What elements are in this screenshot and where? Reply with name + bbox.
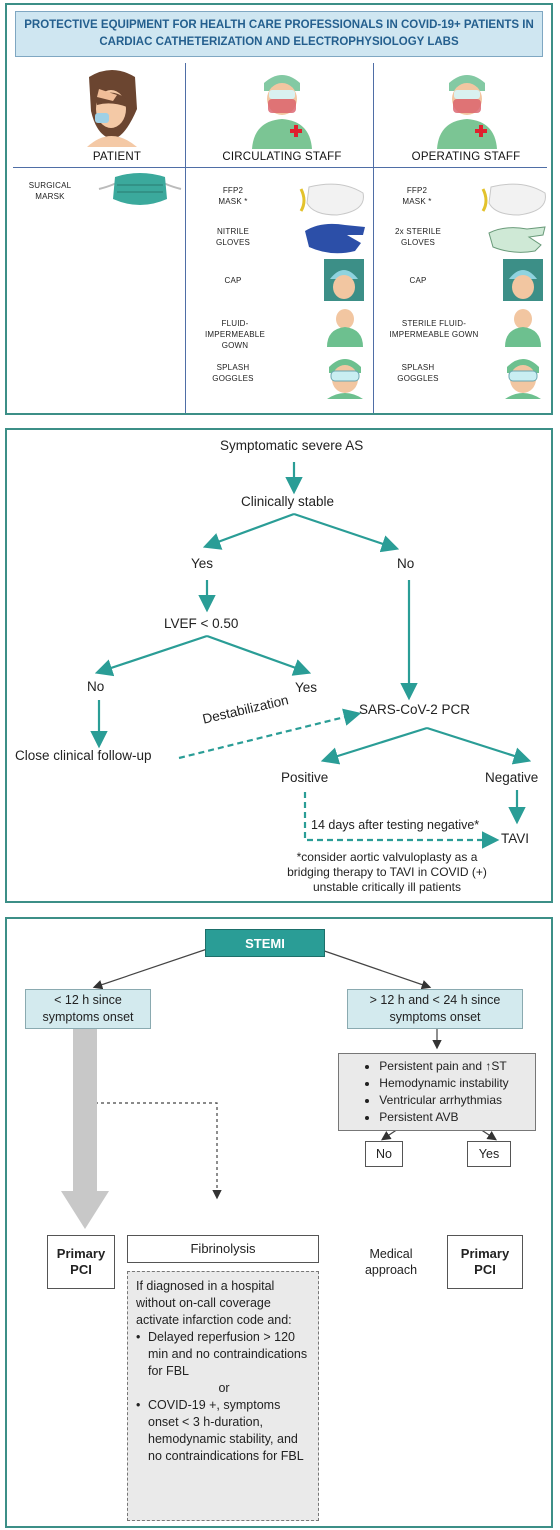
as-flowchart-arrows bbox=[90, 462, 532, 849]
node-lvef-yes: Yes bbox=[295, 680, 318, 695]
operating-staff-figure-icon bbox=[437, 75, 497, 149]
goggles-icon bbox=[505, 359, 541, 399]
ffp2-mask-icon bbox=[481, 183, 546, 216]
circulating-staff-figure-icon bbox=[252, 75, 312, 149]
nitrile-gloves-icon bbox=[305, 223, 365, 254]
node-clinically-stable: Clinically stable bbox=[241, 494, 335, 509]
node-start: Symptomatic severe AS bbox=[220, 438, 364, 453]
node-lvef-no: No bbox=[87, 679, 105, 694]
item-label-nitrile-gloves: NITRILE GLOVES bbox=[215, 227, 251, 247]
node-pcr: SARS-CoV-2 PCR bbox=[359, 702, 471, 717]
footnote-line-2: bridging therapy to TAVI in COVID (+) bbox=[287, 865, 487, 879]
footnote-line-1: *consider aortic valvuloplasty as a bbox=[296, 850, 478, 864]
node-yes: Yes bbox=[191, 556, 214, 571]
criteria-item: Ventricular arrhythmias bbox=[379, 1092, 508, 1109]
col-header-patient: PATIENT bbox=[92, 151, 142, 163]
grid-divider bbox=[13, 167, 547, 168]
node-negative: Negative bbox=[485, 770, 539, 785]
item-label-ffp2-mask-circ: FFP2 MASK * bbox=[218, 186, 248, 206]
stemi-flowchart-arrows bbox=[61, 944, 497, 1229]
grid-divider bbox=[185, 63, 186, 413]
criteria-box: Persistent pain and ↑ST Hemodynamic inst… bbox=[338, 1053, 536, 1131]
fbl-or: or bbox=[218, 1381, 230, 1395]
criteria-list: Persistent pain and ↑ST Hemodynamic inst… bbox=[365, 1058, 508, 1126]
node-primary-pci-left: Primary PCI bbox=[47, 1235, 115, 1289]
col-header-circulating: CIRCULATING STAFF bbox=[222, 151, 342, 163]
item-label-cap-circ: CAP bbox=[224, 276, 242, 285]
col-header-operating: OPERATING STAFF bbox=[411, 151, 521, 163]
item-label-goggles-op: SPLASH GOGGLES bbox=[397, 363, 439, 383]
criteria-item: Hemodynamic instability bbox=[379, 1075, 508, 1092]
ffp2-mask-icon bbox=[299, 183, 364, 216]
item-label-gown-op: STERILE FLUID- IMPERMEABLE GOWN bbox=[389, 319, 479, 339]
item-label-sterile-gloves: 2x STERILE GLOVES bbox=[394, 227, 441, 247]
cap-icon bbox=[503, 259, 543, 301]
item-label-gown-circ: FLUID-IMPERMEABLE GOWN bbox=[205, 319, 265, 350]
node-no: No bbox=[397, 556, 415, 571]
gown-icon bbox=[505, 309, 541, 347]
fbl-bullet-1: •Delayed reperfusion > 120 min and no co… bbox=[136, 1329, 312, 1380]
fbl-bullet-1-text: Delayed reperfusion > 120 min and no con… bbox=[148, 1330, 308, 1378]
node-tavi: TAVI bbox=[501, 831, 530, 846]
as-flowchart-panel: Symptomatic severe AS Clinically stable … bbox=[5, 428, 553, 903]
footnote-line-3: unstable critically ill patients bbox=[312, 880, 462, 894]
node-positive: Positive bbox=[281, 770, 329, 785]
item-label-surgical-mask: SURGICAL MARSK bbox=[28, 181, 72, 201]
node-fibrinolysis: Fibrinolysis bbox=[127, 1235, 319, 1263]
fbl-intro: If diagnosed in a hospital without on-ca… bbox=[136, 1279, 292, 1327]
node-12-to-24h: > 12 h and < 24 h since symptoms onset bbox=[347, 989, 523, 1029]
stemi-flowchart-panel: STEMI < 12 h since symptoms onset > 12 h… bbox=[5, 917, 553, 1528]
grid-divider bbox=[373, 63, 374, 413]
patient-figure-icon bbox=[87, 70, 137, 147]
node-stemi: STEMI bbox=[205, 929, 325, 957]
cap-icon bbox=[324, 259, 364, 301]
node-medical-approach: Medical approach bbox=[350, 1235, 432, 1289]
node-lvef: LVEF < 0.50 bbox=[164, 616, 239, 631]
criteria-item: Persistent AVB bbox=[379, 1109, 508, 1126]
sterile-gloves-icon bbox=[488, 226, 546, 253]
node-primary-pci-right: Primary PCI bbox=[447, 1235, 523, 1289]
node-less-than-12h: < 12 h since symptoms onset bbox=[25, 989, 151, 1029]
node-yes: Yes bbox=[467, 1141, 511, 1167]
surgical-mask-icon bbox=[98, 173, 182, 205]
gown-icon bbox=[327, 309, 363, 347]
node-follow-up: Close clinical follow-up bbox=[15, 748, 152, 763]
item-label-cap-op: CAP bbox=[409, 276, 427, 285]
node-no: No bbox=[365, 1141, 403, 1167]
fbl-bullet-2: •COVID-19 +, symptoms onset < 3 h-durati… bbox=[136, 1397, 312, 1465]
item-label-goggles-circ: SPLASH GOGGLES bbox=[212, 363, 254, 383]
edge-label-14-days: 14 days after testing negative* bbox=[311, 818, 480, 832]
fbl-bullet-2-text: COVID-19 +, symptoms onset < 3 h-duratio… bbox=[148, 1398, 304, 1463]
fibrinolysis-criteria-box: If diagnosed in a hospital without on-ca… bbox=[127, 1271, 319, 1521]
criteria-item: Persistent pain and ↑ST bbox=[379, 1058, 508, 1075]
ppe-title: PROTECTIVE EQUIPMENT FOR HEALTH CARE PRO… bbox=[15, 11, 543, 57]
goggles-icon bbox=[327, 359, 363, 399]
item-label-ffp2-mask-op: FFP2 MASK * bbox=[402, 186, 432, 206]
ppe-panel: PROTECTIVE EQUIPMENT FOR HEALTH CARE PRO… bbox=[5, 3, 553, 415]
